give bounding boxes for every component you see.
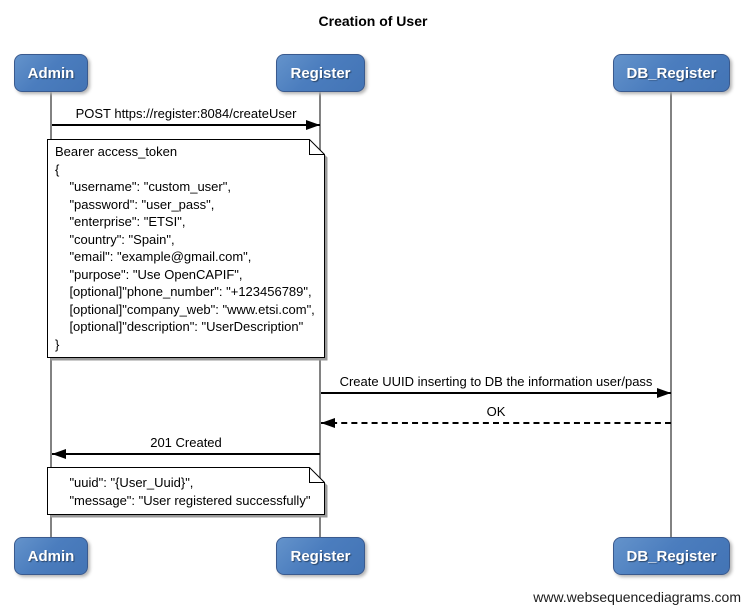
message-label: OK [486,404,506,419]
message-label: Create UUID inserting to DB the informat… [339,374,653,389]
actor-admin-label: Admin [27,64,75,82]
lifeline-db-register [670,92,672,537]
actor-register-label: Register [290,64,351,82]
message-arrow-line [321,388,671,398]
actor-register-bottom: Register [276,537,365,575]
actor-db-register-label: DB_Register [626,547,717,565]
watermark-websequencediagrams: www.websequencediagrams.com [533,589,741,605]
actor-register-label: Register [290,547,351,565]
actor-admin-label: Admin [27,547,75,565]
note-shape [47,467,328,518]
note-request-body-text: Bearer access_token { "username": "custo… [55,144,315,352]
message-ok-response: OK [321,404,671,428]
message-label: POST https://register:8084/createUser [75,106,297,121]
actor-admin-top: Admin [14,54,88,92]
message-label: 201 Created [150,435,222,450]
arrowhead-left-icon [321,418,335,428]
message-arrow-line [52,120,320,130]
actor-db-register-label: DB_Register [626,64,717,82]
diagram-title: Creation of User [318,13,428,29]
arrowhead-right-icon [657,388,671,398]
note-request-body: Bearer access_token { "username": "custo… [47,139,328,361]
actor-db-register-bottom: DB_Register [613,537,730,575]
arrowhead-right-icon [306,120,320,130]
message-create-user-request: POST https://register:8084/createUser [52,106,320,130]
actor-admin-bottom: Admin [14,537,88,575]
message-dashed-line [321,418,671,428]
note-response-body: "uuid": "{User_Uuid}", "message": "User … [47,467,328,518]
actor-register-top: Register [276,54,365,92]
message-arrow-line [52,449,320,459]
actor-db-register-top: DB_Register [613,54,730,92]
arrowhead-left-icon [52,449,66,459]
note-shape [47,139,328,361]
message-201-created: 201 Created [52,435,320,459]
message-create-uuid: Create UUID inserting to DB the informat… [321,374,671,398]
note-response-body-text: "uuid": "{User_Uuid}", "message": "User … [69,475,311,508]
